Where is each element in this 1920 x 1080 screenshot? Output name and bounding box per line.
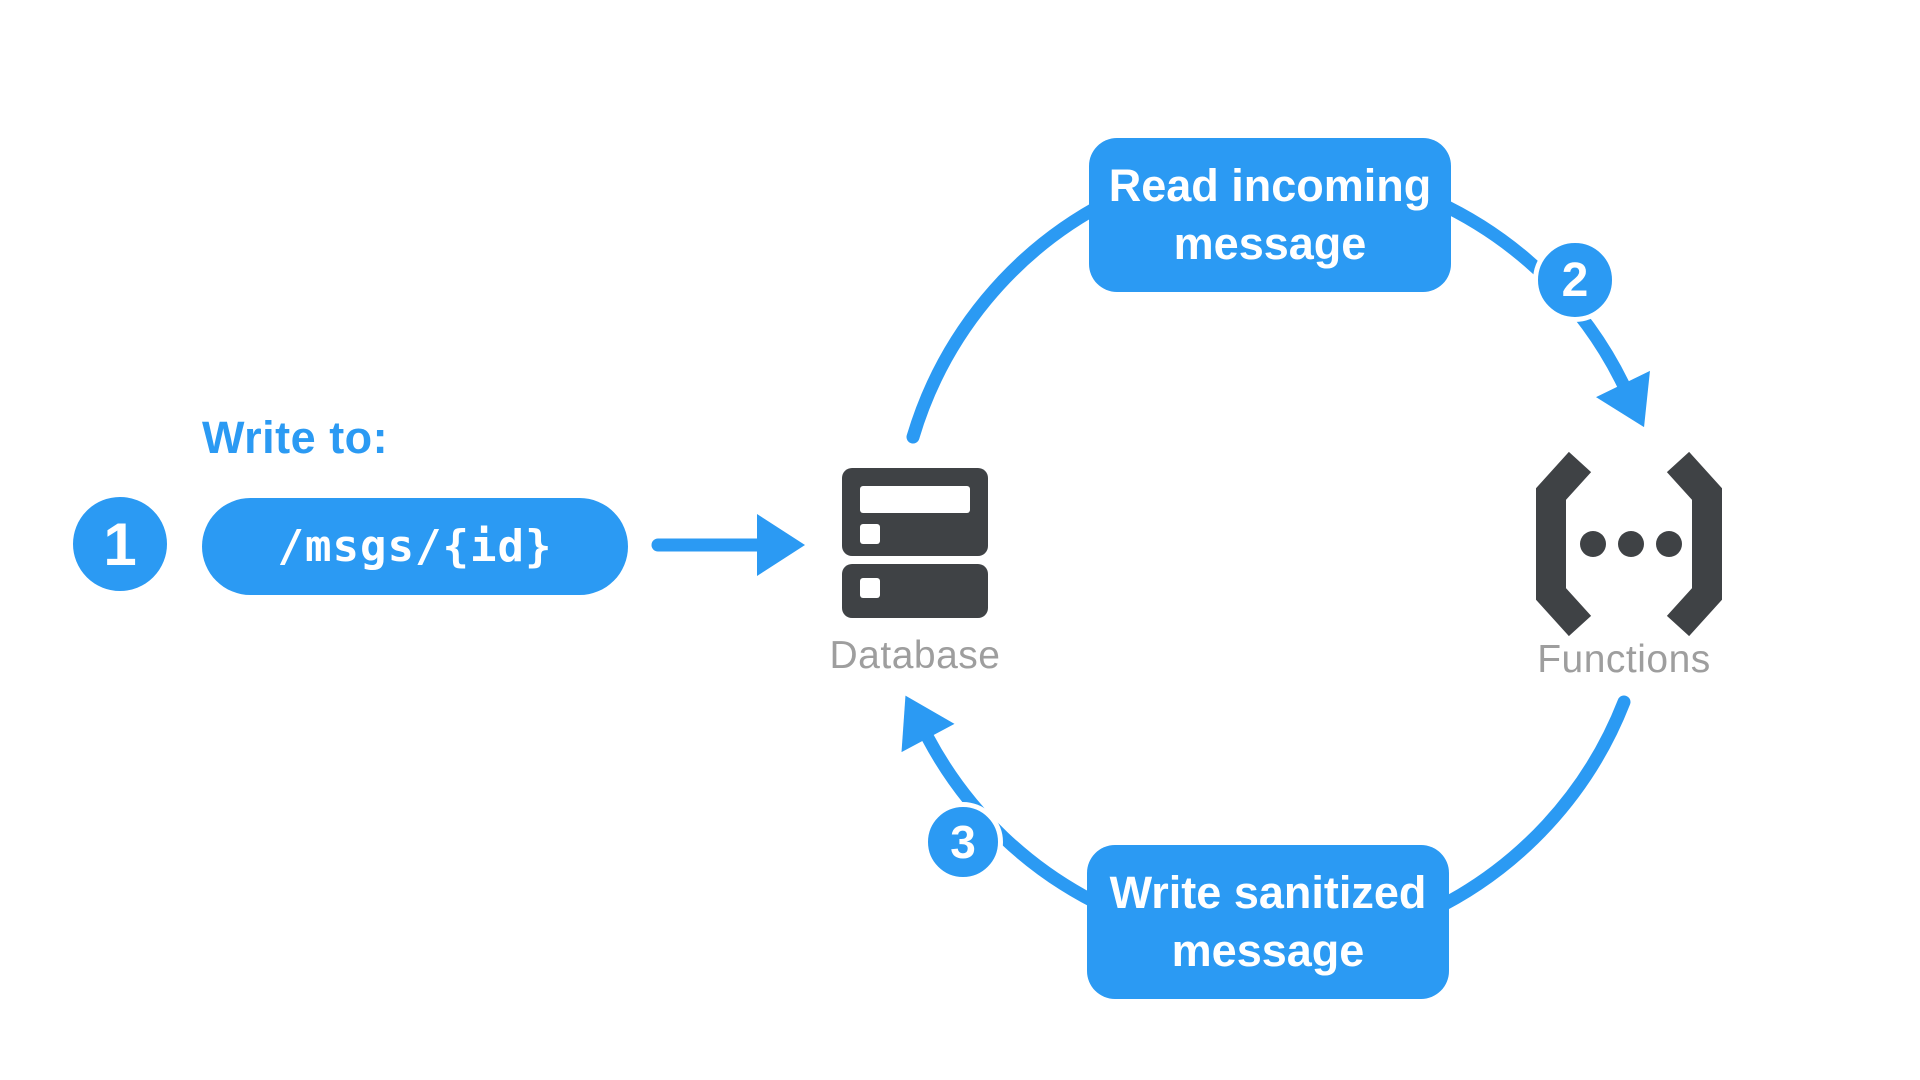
functions-icon — [1536, 451, 1722, 637]
step-2-badge: 2 — [1533, 238, 1617, 322]
cycle-arc-bottom-right — [1424, 695, 1631, 918]
cycle-arc-top-left — [906, 195, 1114, 444]
write-arrow-head-icon — [757, 514, 805, 576]
path-pill-text: /msgs/{id} — [277, 521, 553, 572]
step-2-number: 2 — [1561, 253, 1589, 307]
step-3-badge: 3 — [923, 802, 1003, 882]
cycle-arc-bottom-left — [921, 731, 1114, 915]
write-sanitized-message-box: Write sanitized message — [1087, 845, 1449, 999]
read-incoming-message-box: Read incoming message — [1089, 138, 1451, 292]
functions-label: Functions — [1537, 638, 1711, 681]
read-incoming-message-label: Read incoming message — [1108, 159, 1432, 270]
write-to-label: Write to: — [202, 412, 389, 463]
step-3-number: 3 — [950, 816, 976, 868]
step-1-number: 1 — [103, 510, 137, 578]
write-sanitized-message-label: Write sanitized message — [1109, 866, 1427, 977]
database-icon — [842, 468, 988, 618]
step-1-badge: 1 — [68, 492, 172, 596]
arrow-to-functions-icon — [1596, 370, 1650, 428]
path-pill: /msgs/{id} — [202, 498, 628, 595]
arrow-to-database-icon — [901, 695, 955, 753]
database-label: Database — [829, 634, 1001, 677]
